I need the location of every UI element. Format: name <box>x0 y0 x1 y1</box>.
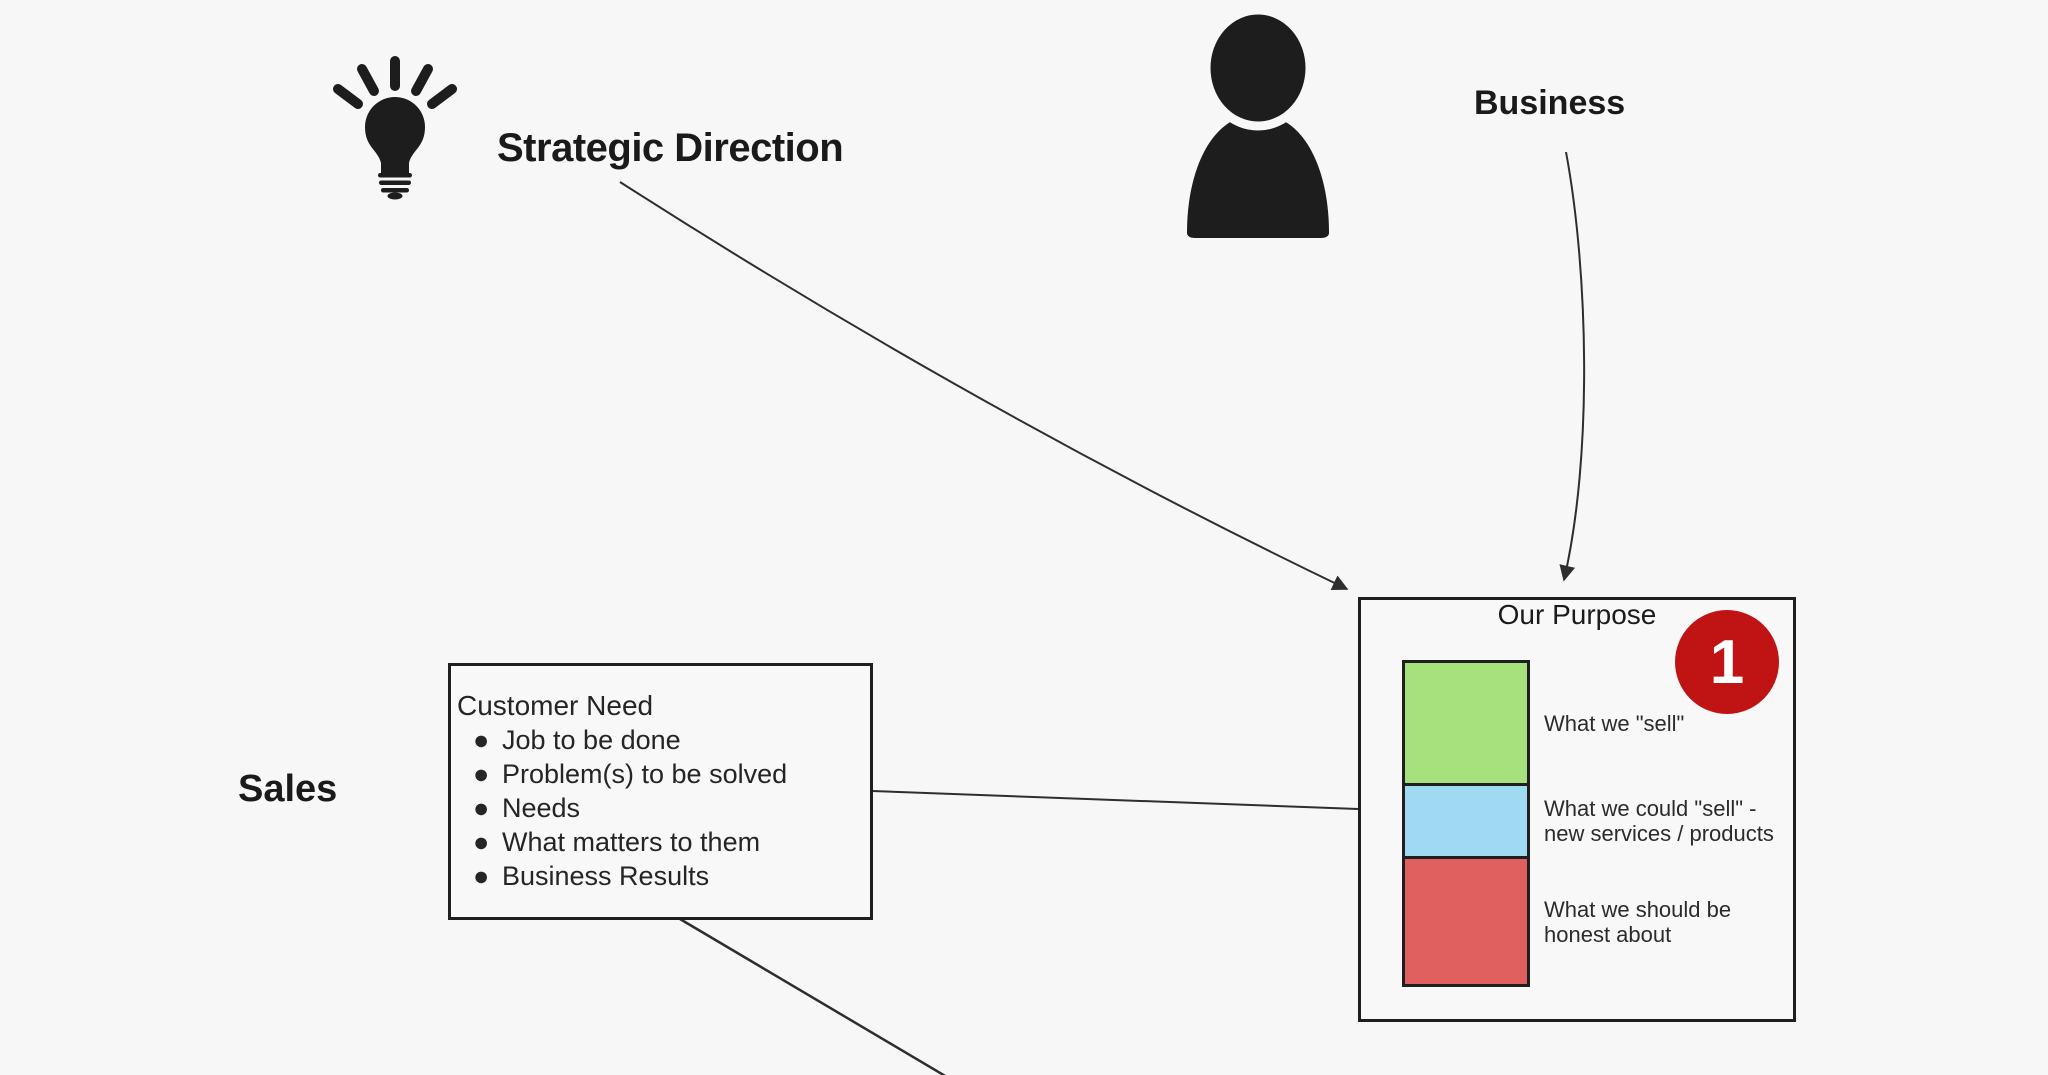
arrow-strategic-to-purpose <box>619 181 1349 590</box>
list-item: ● Problem(s) to be solved <box>451 757 870 791</box>
list-item-text: Problem(s) to be solved <box>502 759 788 789</box>
lightbulb-thread <box>381 188 409 193</box>
list-item-text: Needs <box>502 793 581 823</box>
customer-need-title: Customer Need <box>457 690 654 721</box>
person-icon[interactable] <box>1187 5 1329 238</box>
segment-label-line: What we should be <box>1544 896 1732 922</box>
step-1-badge[interactable]: 1 <box>1675 610 1779 714</box>
green-segment-rect[interactable] <box>1402 660 1530 786</box>
lightbulb-thread <box>379 180 411 185</box>
purpose-segments: What we "sell" What we could "sell" - ne… <box>1402 660 1774 987</box>
blue-segment-rect[interactable] <box>1402 783 1530 859</box>
bullet-icon: ● <box>473 793 490 823</box>
person-head <box>1201 5 1315 131</box>
list-item-text: Job to be done <box>502 725 681 755</box>
lightbulb-glass <box>365 97 425 173</box>
red-segment-rect[interactable] <box>1402 856 1530 987</box>
connector-customer-need-down <box>679 917 947 1075</box>
bullet-icon: ● <box>473 827 490 857</box>
list-item: ● Job to be done <box>451 723 870 757</box>
list-item-text: What matters to them <box>502 827 761 857</box>
person-body <box>1187 114 1329 238</box>
bullet-icon: ● <box>473 759 490 789</box>
lightbulb-icon[interactable] <box>333 56 457 200</box>
sales-label[interactable]: Sales <box>238 768 338 810</box>
segment-label-line: What we "sell" <box>1544 710 1685 736</box>
segment-row: What we should be honest about <box>1402 856 1774 987</box>
lightbulb-thread <box>378 173 412 178</box>
strategic-direction-label[interactable]: Strategic Direction <box>497 126 844 170</box>
our-purpose-title: Our Purpose <box>1497 599 1657 630</box>
customer-need-list: ● Job to be done ● Problem(s) to be solv… <box>451 723 870 893</box>
our-purpose-box[interactable]: Our Purpose 1 What we "sell" What we cou… <box>1358 597 1796 1022</box>
segment-label-line: honest about <box>1544 921 1672 947</box>
customer-need-box[interactable]: Customer Need ● Job to be done ● Problem… <box>448 663 873 920</box>
bullet-icon: ● <box>473 861 490 891</box>
list-item-text: Business Results <box>502 861 710 891</box>
arrow-business-to-purpose <box>1559 151 1586 582</box>
segment-row: What we "sell" <box>1402 660 1774 786</box>
segment-label: What we could "sell" - new services / pr… <box>1544 796 1774 846</box>
lightbulb-rays <box>333 56 457 109</box>
bullet-icon: ● <box>473 725 490 755</box>
segment-row: What we could "sell" - new services / pr… <box>1402 783 1774 859</box>
list-item: ● Needs <box>451 791 870 825</box>
list-item: ● Business Results <box>451 859 870 893</box>
segment-label-line: What we could "sell" - <box>1544 796 1757 821</box>
segment-label: What we "sell" <box>1544 711 1684 736</box>
list-item: ● What matters to them <box>451 825 870 859</box>
segment-label: What we should be honest about <box>1544 897 1731 947</box>
business-label[interactable]: Business <box>1474 84 1626 122</box>
connector-customer-need-to-purpose <box>871 790 1359 810</box>
segment-label-line: new services / products <box>1544 821 1774 846</box>
lightbulb-tip <box>387 192 403 200</box>
